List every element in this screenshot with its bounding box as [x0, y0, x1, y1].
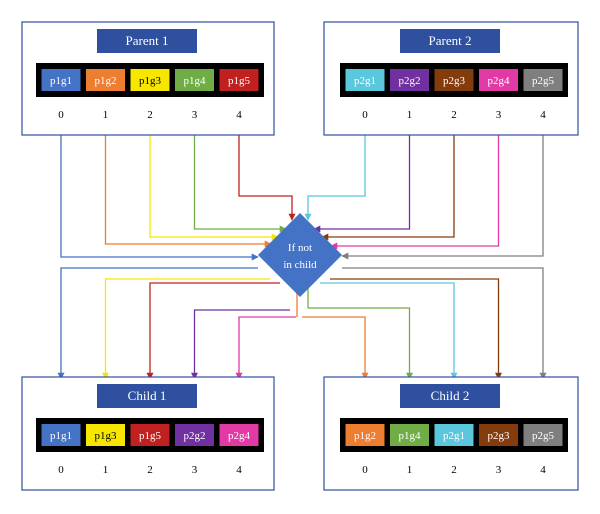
parent2-gene-label: p2g1 — [354, 75, 376, 87]
parent1-gene-arrow — [238, 135, 296, 221]
child2-index-label: 1 — [407, 464, 413, 476]
parent1-gene-cell — [130, 69, 170, 91]
parent1-gene-cell — [41, 69, 81, 91]
child1-title: Child 1 — [128, 388, 167, 403]
child2-title-box — [400, 384, 500, 408]
parent1-panel: Parent 1 p1g1 0 p1g2 1 p1g3 2 p1g4 3 p1g5 4 — [21, 21, 275, 136]
parent2-gene-cell — [479, 69, 518, 91]
parent2-gene-label: p2g2 — [399, 75, 421, 87]
child2-gene-cell — [390, 424, 429, 446]
child2-gene-label: p2g5 — [532, 430, 555, 442]
parent2-gene-arrow — [313, 135, 411, 233]
child1-gene-arrow — [146, 282, 280, 380]
parent1-index-label: 0 — [58, 109, 64, 121]
parent2-gene-cell — [523, 69, 563, 91]
parent2-gene-label: p2g3 — [443, 75, 466, 87]
decision-text-line1: If not — [288, 242, 312, 254]
parent2-gene-cell — [434, 69, 474, 91]
child1-index-label: 4 — [236, 464, 242, 476]
child1-index-label: 2 — [147, 464, 153, 476]
parent2-gene-label: p2g4 — [488, 75, 511, 87]
child1-gene-label: p2g4 — [228, 430, 251, 442]
decision-text-line2: in child — [283, 259, 317, 271]
child1-gene-cell — [41, 424, 81, 446]
parent1-gene-label: p1g4 — [184, 75, 207, 87]
parent1-gene-label: p1g5 — [228, 75, 251, 87]
child2-gene-label: p2g1 — [443, 430, 465, 442]
child1-gene-cell — [130, 424, 170, 446]
parent1-index-label: 4 — [236, 109, 242, 121]
child2-gene-arrow — [320, 282, 458, 380]
child2-index-label: 3 — [496, 464, 502, 476]
child1-title-box — [97, 384, 197, 408]
child1-gene-cell — [219, 424, 259, 446]
child2-gene-label: p2g3 — [488, 430, 511, 442]
parent1-gene-arrow — [104, 135, 272, 248]
parent2-gene-arrow — [321, 135, 455, 241]
parent1-gene-label: p1g3 — [139, 75, 162, 87]
parent2-gene-arrow — [341, 135, 544, 260]
child2-gene-arrow — [342, 267, 547, 380]
child1-index-label: 0 — [58, 464, 64, 476]
parent1-gene-arrow — [60, 135, 259, 261]
parent2-gene-label: p2g5 — [532, 75, 555, 87]
child2-gene-cell — [523, 424, 563, 446]
parent1-gene-cell — [175, 69, 214, 91]
child1-gene-arrow — [191, 309, 290, 380]
child1-panel: Child 1 p1g1 0 p1g3 1 p1g5 2 p2g2 3 p2g4 4 — [21, 376, 275, 491]
decision-diamond — [258, 213, 342, 297]
parent2-index-label: 1 — [407, 109, 413, 121]
parent1-gene-cell — [219, 69, 259, 91]
parent1-gene-arrow — [149, 135, 279, 241]
parent1-gene-label: p1g1 — [50, 75, 72, 87]
parent1-title-box — [97, 29, 197, 53]
decision-node: If not in child — [258, 213, 342, 297]
child1-gene-label: p1g3 — [95, 430, 118, 442]
parent1-gene-cell — [86, 69, 125, 91]
connector-arrows — [57, 53, 547, 380]
parent1-title: Parent 1 — [126, 33, 169, 48]
parent1-gene-arrow — [193, 135, 287, 233]
child1-gene-cell — [86, 424, 125, 446]
parent2-gene-arrow — [304, 135, 366, 221]
child1-gene-arrow — [102, 278, 270, 380]
parent1-index-label: 1 — [103, 109, 109, 121]
child2-index-label: 4 — [540, 464, 546, 476]
child2-title: Child 2 — [431, 388, 470, 403]
child2-gene-arrow — [308, 307, 413, 380]
parent2-index-label: 3 — [496, 109, 502, 121]
parent2-index-label: 2 — [451, 109, 457, 121]
child1-gene-cell — [175, 424, 214, 446]
child2-panel: Child 2 p1g2 0 p1g4 1 p2g1 2 p2g3 3 p2g5 4 — [323, 376, 579, 491]
child2-gene-cell — [345, 424, 385, 446]
child1-gene-label: p1g5 — [139, 430, 162, 442]
child1-gene-arrow — [57, 267, 258, 380]
parent2-gene-cell — [390, 69, 429, 91]
child2-gene-label: p1g4 — [399, 430, 422, 442]
child2-gene-arrow — [302, 316, 369, 380]
parent2-gene-cell — [345, 69, 385, 91]
parent2-panel: Parent 2 p2g1 0 p2g2 1 p2g3 2 p2g4 3 p2g5 4 — [323, 21, 579, 136]
child2-index-label: 0 — [362, 464, 368, 476]
parent1-index-label: 3 — [192, 109, 198, 121]
parent1-gene-label: p1g2 — [95, 75, 117, 87]
child2-gene-cell — [479, 424, 518, 446]
parent2-title: Parent 2 — [429, 33, 472, 48]
child2-gene-label: p1g2 — [354, 430, 376, 442]
parent2-title-box — [400, 29, 500, 53]
parent2-gene-arrow — [330, 135, 500, 250]
child2-index-label: 2 — [451, 464, 457, 476]
child1-gene-label: p1g1 — [50, 430, 72, 442]
parent2-index-label: 0 — [362, 109, 368, 121]
child1-index-label: 3 — [192, 464, 198, 476]
chromosome-panels: Parent 1p1g10p1g21p1g32p1g43p1g54Parent … — [21, 21, 579, 491]
parent1-index-label: 2 — [147, 109, 153, 121]
child1-index-label: 1 — [103, 464, 109, 476]
child1-gene-label: p2g2 — [184, 430, 206, 442]
child2-gene-arrow — [330, 278, 502, 380]
parent2-index-label: 4 — [540, 109, 546, 121]
child2-gene-cell — [434, 424, 474, 446]
child1-gene-arrow — [235, 316, 296, 380]
